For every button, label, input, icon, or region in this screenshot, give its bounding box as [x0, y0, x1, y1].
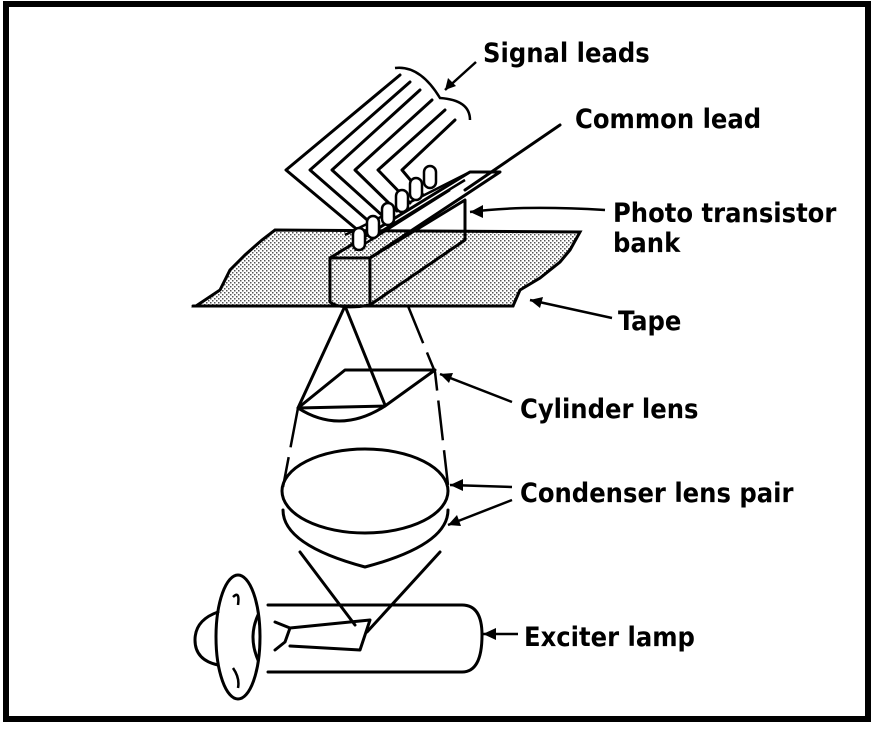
- label-photo-transistor-line2: bank: [613, 228, 681, 259]
- label-cylinder-lens: Cylinder lens: [520, 394, 698, 425]
- photo-transistor-bank: [328, 123, 562, 309]
- tape: [191, 228, 583, 308]
- pointer-arrows: [439, 61, 613, 640]
- common-lead-wire: [463, 123, 562, 192]
- diagram-frame: [3, 1, 871, 722]
- condenser-lens-pair: [280, 447, 450, 569]
- cylinder-lens: [296, 368, 437, 423]
- signal-leads: [284, 66, 472, 234]
- label-tape: Tape: [618, 306, 681, 337]
- label-condenser-lens-pair: Condenser lens pair: [520, 478, 793, 509]
- label-exciter-lamp: Exciter lamp: [524, 622, 695, 653]
- label-common-lead: Common lead: [575, 104, 761, 135]
- label-photo-transistor-line1: Photo transistor: [613, 198, 836, 229]
- label-signal-leads: Signal leads: [483, 38, 650, 69]
- exciter-lamp: [193, 573, 484, 701]
- signal-leads-brace: [394, 66, 472, 121]
- light-path: [281, 304, 450, 634]
